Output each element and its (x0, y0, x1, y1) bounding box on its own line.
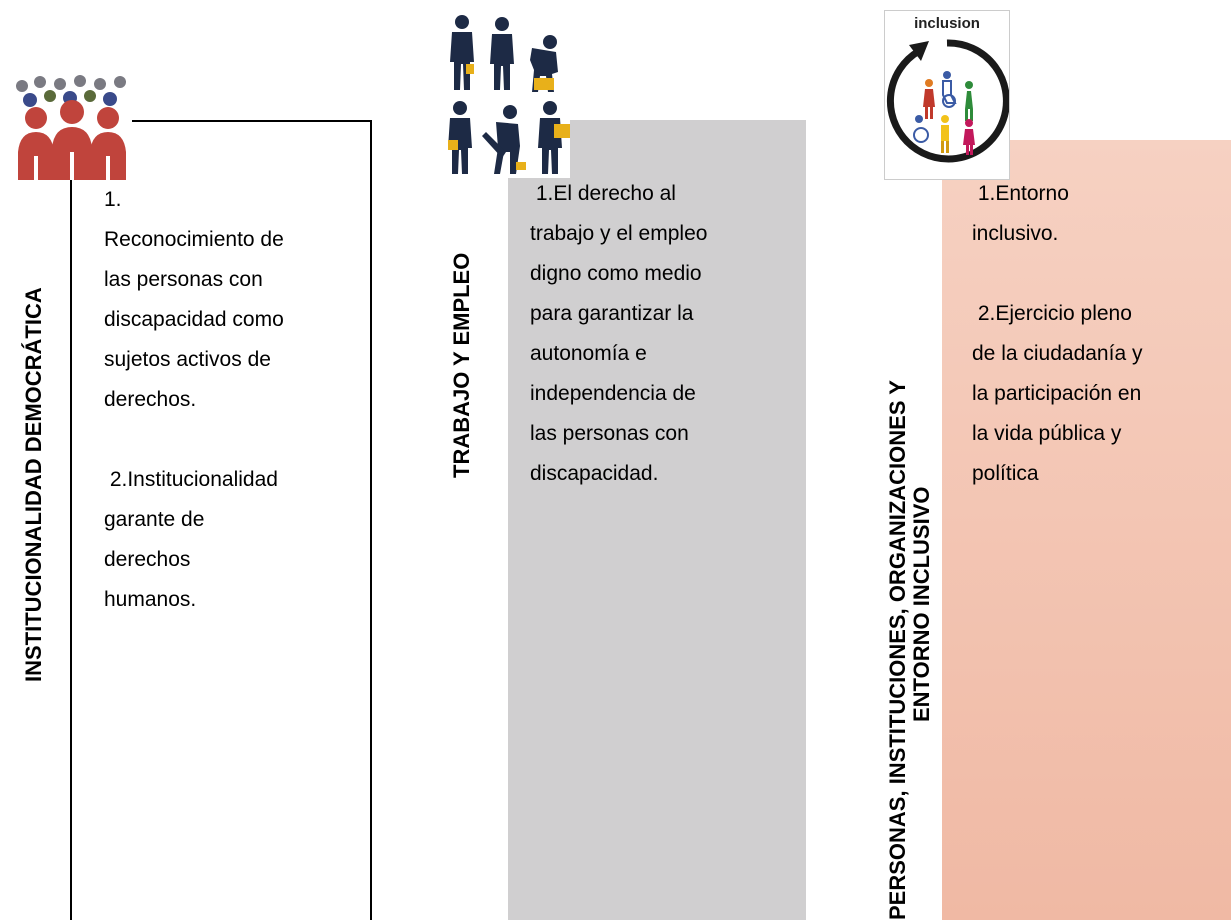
vertical-label-inclusion-line1: PERSONAS, INSTITUCIONES, ORGANIZACIONES … (885, 380, 910, 920)
vertical-label-inclusion-line2: ENTORNO INCLUSIVO (909, 486, 934, 722)
text-line: 2.Institucionalidad (104, 468, 278, 491)
text-line: inclusivo. (972, 222, 1059, 245)
column-box-trabajo: 1.El derecho al trabajo y el empleo dign… (508, 120, 806, 920)
box-text-inclusion: 1.Entorno inclusivo. 2.Ejercicio pleno d… (972, 174, 1142, 494)
text-line: las personas con (104, 268, 263, 291)
text-line: digno como medio (530, 262, 702, 285)
vertical-label-institucionalidad: INSTITUCIONALIDAD DEMOCRÁTICA (21, 287, 46, 682)
vertical-label-trabajo: TRABAJO Y EMPLEO (449, 252, 474, 478)
text-line: Reconocimiento de (104, 228, 284, 251)
column-box-inclusion: 1.Entorno inclusivo. 2.Ejercicio pleno d… (942, 140, 1231, 920)
vertical-label-trabajo-wrap: TRABAJO Y EMPLEO (440, 178, 500, 478)
text-line: garante de (104, 508, 205, 531)
vertical-label-inclusion-wrap: PERSONAS, INSTITUCIONES, ORGANIZACIONES … (880, 178, 942, 920)
text-line: independencia de (530, 382, 696, 405)
vertical-label-institucionalidad-wrap: INSTITUCIONALIDAD DEMOCRÁTICA (0, 182, 64, 682)
crowd-icon (12, 72, 132, 180)
text-line: las personas con (530, 422, 689, 445)
text-line: derechos. (104, 388, 197, 411)
box-text-institucionalidad: 1. Reconocimiento de las personas con di… (104, 180, 284, 620)
text-line: la vida pública y (972, 422, 1122, 445)
text-line: la participación en (972, 382, 1142, 405)
column-box-institucionalidad: 1. Reconocimiento de las personas con di… (70, 120, 372, 920)
text-line: humanos. (104, 588, 197, 611)
text-line: discapacidad como (104, 308, 284, 331)
box-text-trabajo: 1.El derecho al trabajo y el empleo dign… (530, 174, 707, 494)
text-line: discapacidad. (530, 462, 659, 485)
text-line: autonomía e (530, 342, 647, 365)
text-line: 1.Entorno (972, 182, 1069, 205)
inclusion-icon-label: inclusion (914, 15, 980, 32)
text-line: 1.El derecho al (530, 182, 676, 205)
inclusion-icon: inclusion (884, 10, 1010, 180)
text-line: para garantizar la (530, 302, 694, 325)
text-line: de la ciudadanía y (972, 342, 1143, 365)
text-line: política (972, 462, 1039, 485)
text-line: sujetos activos de (104, 348, 271, 371)
text-line: trabajo y el empleo (530, 222, 708, 245)
text-line: 2.Ejercicio pleno (972, 302, 1132, 325)
text-line: 1. (104, 188, 122, 211)
workers-icon (446, 12, 570, 178)
text-line: derechos (104, 548, 191, 571)
